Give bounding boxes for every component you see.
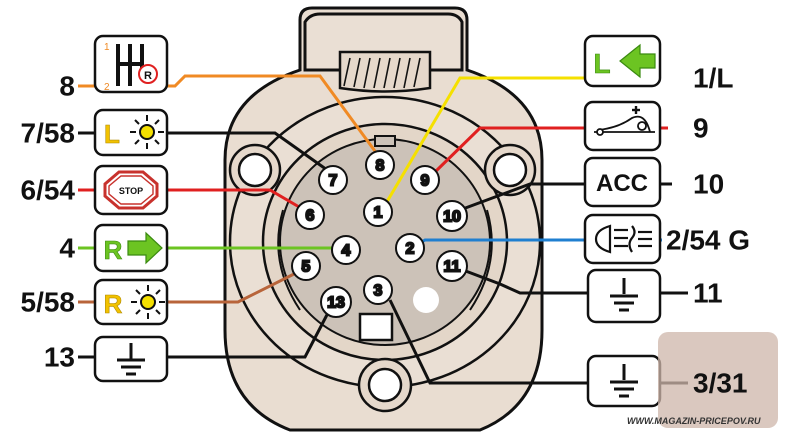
lamp-rays-icon	[130, 115, 164, 149]
right-arrow-icon	[127, 231, 163, 265]
left-turn-letter: L	[593, 48, 610, 79]
label-pin11: 11	[693, 278, 723, 309]
mount-hole-bottom-inner	[367, 367, 403, 403]
label-pin4: 4	[59, 233, 75, 264]
pin-4: 4	[331, 235, 361, 265]
pin-2-label: 2	[406, 241, 415, 258]
pin-1-label: 1	[374, 205, 383, 222]
socket-square-slot	[358, 312, 394, 342]
pin-13: 13	[320, 286, 352, 318]
label-pin5: 5/58	[21, 287, 76, 318]
gear-reverse-mark: R	[144, 70, 152, 82]
acc-icon: ACC	[583, 156, 662, 208]
pin-6: 6	[295, 200, 325, 230]
wire-pin11	[454, 265, 688, 295]
label-pin1: 1/L	[693, 63, 733, 94]
socket-inner-arc-right	[469, 209, 493, 311]
gearbox-reverse-icon: 1 2 R	[93, 34, 169, 94]
wire-pin9	[433, 126, 668, 174]
socket-blank-pin	[413, 287, 439, 313]
socket-key-notch	[374, 135, 396, 147]
gear-bottom-mark: 2	[104, 82, 110, 93]
pin-7-label: 7	[329, 173, 338, 190]
right-icons: L ACC	[583, 34, 662, 408]
label-pin9: 9	[693, 113, 709, 144]
left-icons: 1 2 R L	[93, 34, 169, 383]
pin-11: 11	[436, 250, 468, 282]
left-tail-lamp-icon: L	[93, 108, 169, 157]
pin-3-label: 3	[374, 283, 383, 300]
pin-10: 10	[436, 200, 468, 232]
pin-9-label: 9	[421, 173, 430, 190]
pin-8: 8	[365, 150, 395, 180]
socket-inner-arc-left	[277, 209, 301, 311]
label-pin2: 2/54 G	[666, 225, 750, 256]
fog-lamp-icon	[583, 213, 662, 265]
label-pin8: 8	[59, 71, 75, 102]
ground-icon	[586, 268, 662, 324]
right-lamp-letter: R	[104, 289, 123, 319]
pin-10-label: 10	[443, 209, 461, 226]
pin-1: 1	[363, 197, 393, 227]
ground-icon	[586, 354, 662, 408]
socket-latch	[338, 50, 432, 93]
left-turn-icon: L	[583, 34, 662, 88]
pin-9: 9	[410, 165, 440, 195]
left-lamp-letter: L	[104, 119, 120, 149]
reverse-letter: R	[104, 235, 123, 265]
latch-ribs	[343, 57, 421, 89]
stop-text: STOP	[119, 186, 143, 196]
pin-6-label: 6	[306, 208, 315, 225]
mount-hole-left-inner	[237, 152, 273, 188]
label-pin6: 6/54	[21, 175, 76, 206]
pin-5: 5	[291, 251, 321, 281]
watermark-box	[658, 332, 778, 428]
label-pin7: 7/58	[21, 118, 76, 149]
right-tail-lamp-icon: R	[93, 278, 169, 326]
label-pin3: 3/31	[693, 368, 748, 399]
right-labels: 1/L 9 10 2/54 G 11 3/31	[666, 63, 750, 399]
right-turn-icon: R	[93, 223, 169, 273]
pin-5-label: 5	[302, 259, 311, 276]
trailer-brake-icon	[583, 100, 662, 152]
left-labels: 8 7/58 6/54 4 5/58 13	[21, 71, 76, 373]
gear-top-mark: 1	[104, 42, 110, 53]
mount-hole-right-inner	[492, 152, 528, 188]
pin-3: 3	[363, 275, 393, 305]
pins: 8 7 9 1 6 10 4 2 5 11 3 13	[291, 150, 468, 318]
pin-11-label: 11	[444, 259, 461, 276]
label-pin10: 10	[693, 169, 724, 200]
pin-13-label: 13	[327, 295, 345, 312]
ground-icon	[93, 335, 169, 383]
left-arrow-icon	[619, 43, 656, 79]
lamp-rays-icon	[131, 285, 165, 319]
pin-4-label: 4	[342, 243, 351, 260]
pin-8-label: 8	[376, 158, 385, 175]
pin-7: 7	[318, 165, 348, 195]
acc-text: ACC	[596, 170, 648, 197]
watermark-text: WWW.MAGAZIN-PRICEPOV.RU	[627, 416, 761, 426]
label-pin13: 13	[44, 342, 75, 373]
pin-2: 2	[395, 233, 425, 263]
stop-sign-icon: STOP	[93, 164, 169, 216]
